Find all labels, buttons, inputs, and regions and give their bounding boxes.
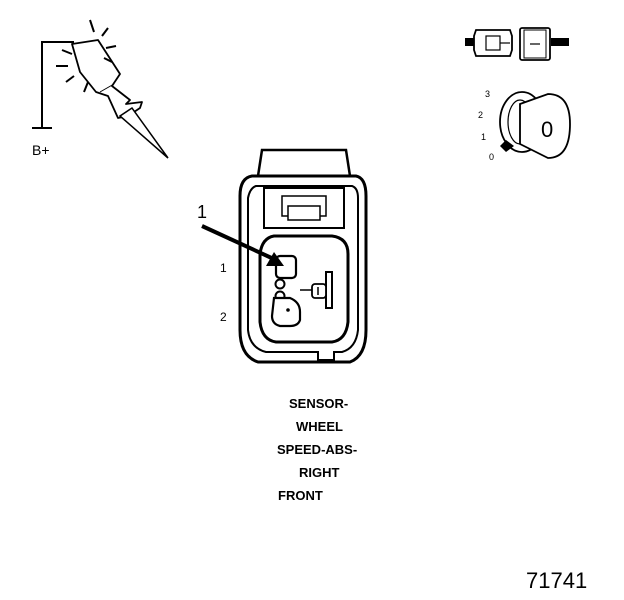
ignition-position-2: 2 bbox=[478, 110, 483, 120]
callout-number: 1 bbox=[197, 202, 207, 222]
callout-arrow bbox=[201, 224, 284, 266]
caption-line-1: SENSOR- bbox=[289, 396, 348, 411]
ignition-position-0: 0 bbox=[489, 152, 494, 162]
caption-line-4: RIGHT bbox=[299, 465, 340, 480]
test-light-probe-icon bbox=[32, 19, 169, 159]
ignition-position-1: 1 bbox=[481, 132, 486, 142]
pin-2-label: 2 bbox=[220, 310, 227, 324]
connector-caption: SENSOR- WHEEL SPEED-ABS- RIGHT FRONT bbox=[277, 396, 357, 503]
figure-number: 71741 bbox=[526, 568, 587, 593]
caption-line-2: WHEEL bbox=[296, 419, 343, 434]
pin-1-label: 1 bbox=[220, 261, 227, 275]
ignition-key-icon bbox=[499, 91, 571, 159]
b-plus-label: B+ bbox=[32, 142, 50, 158]
disconnected-connector-icon bbox=[465, 27, 569, 61]
ignition-position-3: 3 bbox=[485, 89, 490, 99]
wheel-speed-connector bbox=[238, 148, 368, 364]
caption-line-3: SPEED-ABS- bbox=[277, 442, 357, 457]
caption-line-5: FRONT bbox=[278, 488, 323, 503]
key-position-label: 0 bbox=[541, 117, 553, 142]
